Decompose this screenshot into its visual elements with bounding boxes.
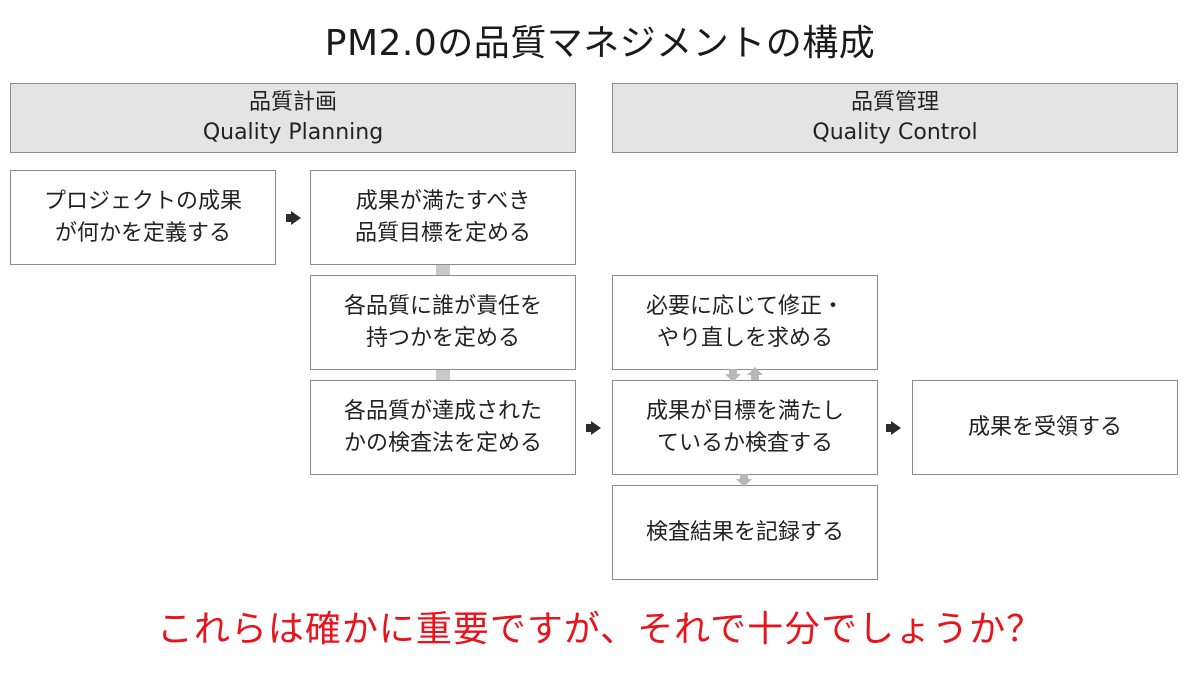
box-request-fix-line2: やり直しを求める xyxy=(656,325,833,351)
box-define-inspection-line2: かの検査法を定める xyxy=(343,430,542,456)
box-request-fix: 必要に応じて修正・ やり直しを求める xyxy=(612,275,878,370)
header-control-ja: 品質管理 xyxy=(850,90,939,115)
box-inspect-outcome-line2: ているか検査する xyxy=(656,430,833,456)
box-set-quality-goals: 成果が満たすべき 品質目標を定める xyxy=(310,170,576,265)
box-request-fix-line1: 必要に応じて修正・ xyxy=(645,293,844,319)
header-quality-planning: 品質計画 Quality Planning xyxy=(10,83,576,153)
box-define-inspection: 各品質が達成された かの検査法を定める xyxy=(310,380,576,475)
page-title: PM2.0の品質マネジメントの構成 xyxy=(324,23,876,64)
header-control-en: Quality Control xyxy=(812,120,978,145)
box-inspect-outcome: 成果が目標を満たし ているか検査する xyxy=(612,380,878,475)
box-assign-responsibility-line1: 各品質に誰が責任を xyxy=(343,293,542,319)
box-set-quality-goals-line2: 品質目標を定める xyxy=(354,220,531,246)
header-quality-control: 品質管理 Quality Control xyxy=(612,83,1178,153)
header-planning-en: Quality Planning xyxy=(202,120,384,145)
connector-bar xyxy=(436,370,450,380)
header-planning-ja: 品質計画 xyxy=(248,90,337,115)
box-accept-outcome-line1: 成果を受領する xyxy=(967,414,1122,440)
box-define-inspection-line1: 各品質が達成された xyxy=(343,398,542,424)
box-set-quality-goals-line1: 成果が満たすべき xyxy=(355,188,531,214)
box-define-outcome-line1: プロジェクトの成果 xyxy=(43,188,242,214)
closing-question: これらは確かに重要ですが、それで十分でしょうか？ xyxy=(156,609,1044,650)
box-define-outcome: プロジェクトの成果 が何かを定義する xyxy=(10,170,276,265)
box-assign-responsibility-line2: 持つかを定める xyxy=(365,325,520,351)
box-record-results-line1: 検査結果を記録する xyxy=(645,519,844,545)
box-inspect-outcome-line1: 成果が目標を満たし xyxy=(645,398,844,424)
box-define-outcome-line2: が何かを定義する xyxy=(54,220,231,246)
connector-bar xyxy=(436,265,450,275)
box-assign-responsibility: 各品質に誰が責任を 持つかを定める xyxy=(310,275,576,370)
box-record-results: 検査結果を記録する xyxy=(612,485,878,580)
box-accept-outcome: 成果を受領する xyxy=(912,380,1178,475)
